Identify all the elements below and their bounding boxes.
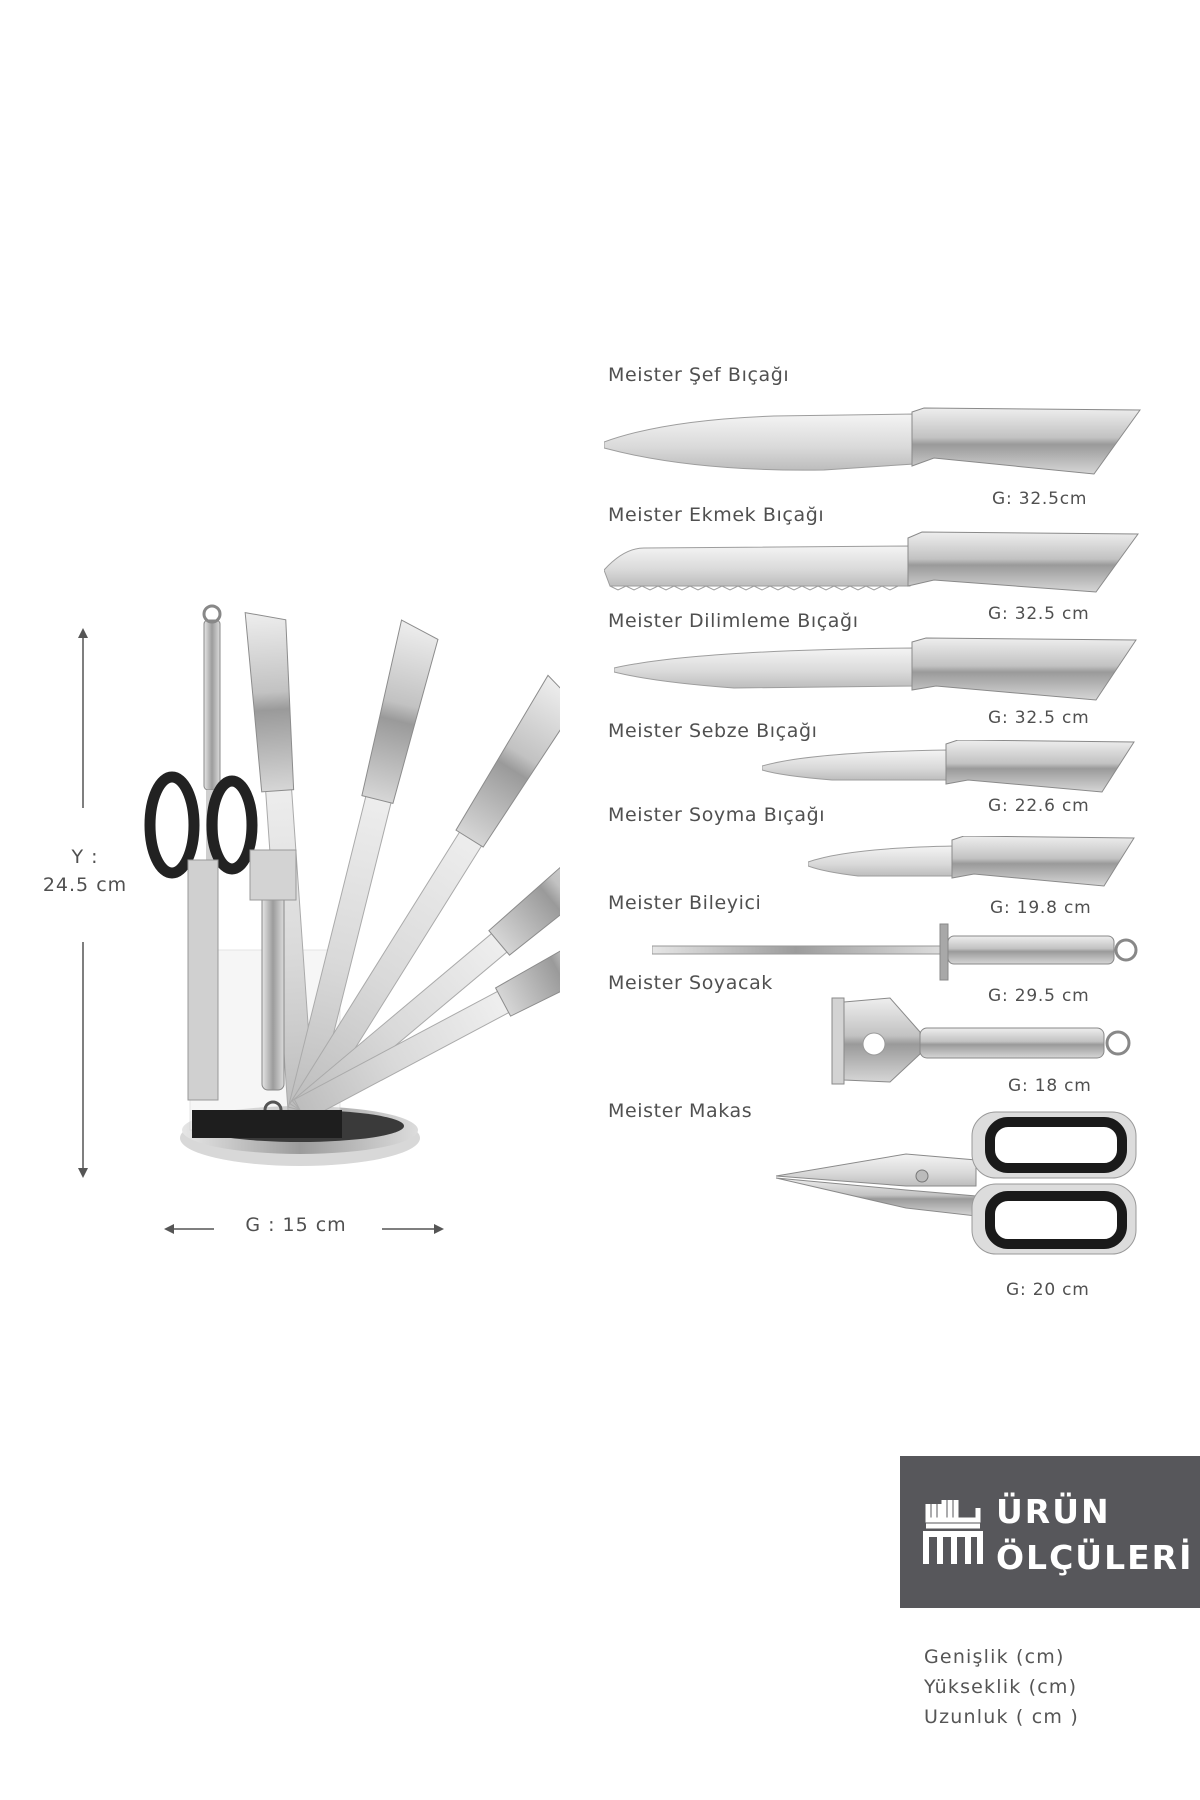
item-name-vegetable-knife: Meister Sebze Bıçağı [608,720,818,742]
knife-block-illustration [144,604,560,1166]
slicing-knife-image [614,637,1137,701]
legend-width: Genişlik (cm) [924,1646,1065,1668]
item-dim-peeler: G: 18 cm [1008,1076,1092,1096]
item-dim-slicing-knife: G: 32.5 cm [988,708,1090,728]
item-dim-sharpener: G: 29.5 cm [988,986,1090,1006]
paring-knife-image [808,836,1135,887]
item-name-slicing-knife: Meister Dilimleme Bıçağı [608,610,859,632]
item-name-chef-knife: Meister Şef Bıçağı [608,364,790,386]
width-dimension-arrow [164,1224,444,1234]
item-name-bread-knife: Meister Ekmek Bıçağı [608,504,825,526]
chef-knife-image [604,407,1141,475]
legend-length: Uzunluk ( cm ) [924,1706,1079,1728]
item-dim-scissors: G: 20 cm [1006,1280,1090,1300]
badge-title-line2: ÖLÇÜLERİ [996,1538,1194,1577]
height-value: 24.5 cm [42,874,128,896]
item-name-scissors: Meister Makas [608,1100,753,1122]
height-dimension-arrow [78,628,88,1178]
item-name-paring-knife: Meister Soyma Bıçağı [608,804,826,826]
brand-logo-icon [923,1500,983,1564]
item-dim-paring-knife: G: 19.8 cm [990,898,1092,918]
width-label: G : 15 cm [245,1214,347,1236]
item-name-peeler: Meister Soyacak [608,972,773,994]
height-label: Y : [71,846,99,868]
item-dim-chef-knife: G: 32.5cm [992,489,1088,509]
legend-height: Yükseklik (cm) [924,1676,1078,1698]
item-dim-bread-knife: G: 32.5 cm [988,604,1090,624]
badge-title-line1: ÜRÜN [996,1492,1111,1531]
peeler-image [831,997,1131,1085]
scissors-image [776,1111,1137,1255]
sharpener-image [652,923,1138,981]
item-name-sharpener: Meister Bileyici [608,892,762,914]
item-dim-vegetable-knife: G: 22.6 cm [988,796,1090,816]
product-dimensions-badge: ÜRÜN ÖLÇÜLERİ [900,1456,1200,1608]
vegetable-knife-image [762,740,1135,793]
bread-knife-image [604,531,1139,593]
